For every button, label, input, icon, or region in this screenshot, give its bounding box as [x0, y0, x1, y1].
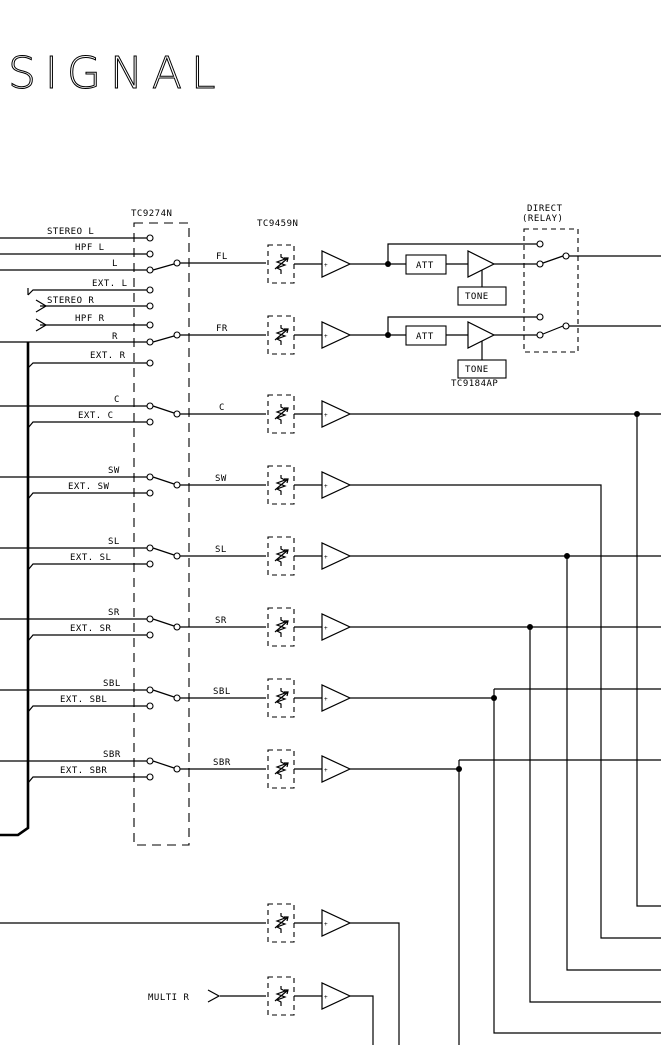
svg-text:+: + [324, 625, 328, 632]
volume-stage-sr: + [267, 607, 352, 647]
direct-relay-label-line1: DIRECT [527, 204, 563, 214]
multi-input-section [0, 922, 400, 1045]
selector-ic-box [133, 222, 190, 846]
volume-stage-c: + [267, 394, 352, 434]
input-label-sw: SW [108, 466, 120, 476]
volume-stage-fr: + [267, 315, 352, 355]
input-label-hpf-r: HPF R [75, 314, 105, 324]
svg-text:+: + [324, 262, 328, 269]
tone-section-fr [350, 316, 540, 379]
volume-stage-sl: + [267, 536, 352, 576]
svg-text:+: + [324, 994, 328, 1001]
input-label-ext-sbr: EXT. SBR [60, 766, 107, 776]
channel-label-fr: FR [216, 324, 228, 334]
input-label-sbl: SBL [103, 679, 121, 689]
svg-text:+: + [324, 921, 328, 928]
channel-label-sr: SR [215, 616, 227, 626]
svg-text:+: + [324, 554, 328, 561]
channel-label-sbl: SBL [213, 687, 231, 697]
input-label-stereo-l: STEREO L [47, 227, 94, 237]
input-label-sbr: SBR [103, 750, 121, 760]
input-label-ext-sbl: EXT. SBL [60, 695, 107, 705]
svg-text:+: + [324, 696, 328, 703]
selector-switch-sw [152, 476, 266, 489]
input-bus [0, 342, 30, 837]
input-label-ext-r: EXT. R [90, 351, 126, 361]
tone-section-fl [350, 243, 540, 306]
input-label-l: L [112, 259, 118, 269]
input-label-c: C [114, 395, 120, 405]
input-label-ext-c: EXT. C [78, 411, 114, 421]
volume-stage-multi-r: + [267, 976, 352, 1016]
direct-relay-label-line2: (RELAY) [522, 214, 563, 224]
volume-stage-sw: + [267, 465, 352, 505]
selector-switch-sr [152, 618, 266, 631]
output-routing [350, 411, 661, 1045]
channel-label-sbr: SBR [213, 758, 231, 768]
selector-switch-sbr [152, 760, 266, 773]
input-wires-center-rear [0, 405, 150, 784]
volume-stage-fl: + [267, 244, 352, 284]
input-label-stereo-r: STEREO R [47, 296, 94, 306]
att-label-fl: ATT [416, 261, 434, 271]
input-label-multi-r: MULTI R [148, 993, 190, 1003]
selector-switch-fl [152, 259, 266, 271]
input-label-sr: SR [108, 608, 120, 618]
direct-relay-switch-fl [536, 240, 661, 268]
selector-switch-sbl [152, 689, 266, 702]
input-label-hpf-l: HPF L [75, 243, 105, 253]
tone-label-fr: TONE [465, 365, 489, 375]
input-label-ext-sr: EXT. SR [70, 624, 112, 634]
input-label-ext-sl: EXT. SL [70, 553, 111, 563]
input-label-ext-l: EXT. L [92, 279, 128, 289]
selector-terminals-front [146, 234, 154, 367]
selector-switch-fr [152, 331, 266, 343]
selector-switch-c [152, 405, 266, 418]
channel-label-sw: SW [215, 474, 227, 484]
tone-label-fl: TONE [465, 292, 489, 302]
svg-text:+: + [324, 333, 328, 340]
volume-stage-sbl: + [267, 678, 352, 718]
input-label-sl: SL [108, 537, 120, 547]
page-title: SIGNAL [8, 48, 225, 99]
att-label-fr: ATT [416, 332, 434, 342]
channel-label-c: C [219, 403, 225, 413]
direct-relay-box [523, 228, 579, 353]
volume-stages: + + + + + + + + + + [267, 244, 352, 1016]
channel-label-sl: SL [215, 545, 227, 555]
input-wires-front [0, 237, 150, 369]
selector-switch-sl [152, 547, 266, 560]
selector-terminals-center-rear [146, 402, 154, 781]
volume-stage-sbr: + [267, 749, 352, 789]
svg-text:+: + [324, 483, 328, 490]
volume-chip-label: TC9459N [257, 219, 298, 229]
svg-text:+: + [324, 412, 328, 419]
svg-text:+: + [324, 767, 328, 774]
input-label-r: R [112, 332, 118, 342]
input-label-ext-sw: EXT. SW [68, 482, 110, 492]
tone-chip-label: TC9184AP [451, 379, 498, 389]
channel-label-fl: FL [216, 252, 228, 262]
selector-chip-label: TC9274N [131, 209, 172, 219]
direct-relay-switch-fr [536, 313, 661, 339]
volume-stage-multi-l: + [267, 903, 352, 943]
